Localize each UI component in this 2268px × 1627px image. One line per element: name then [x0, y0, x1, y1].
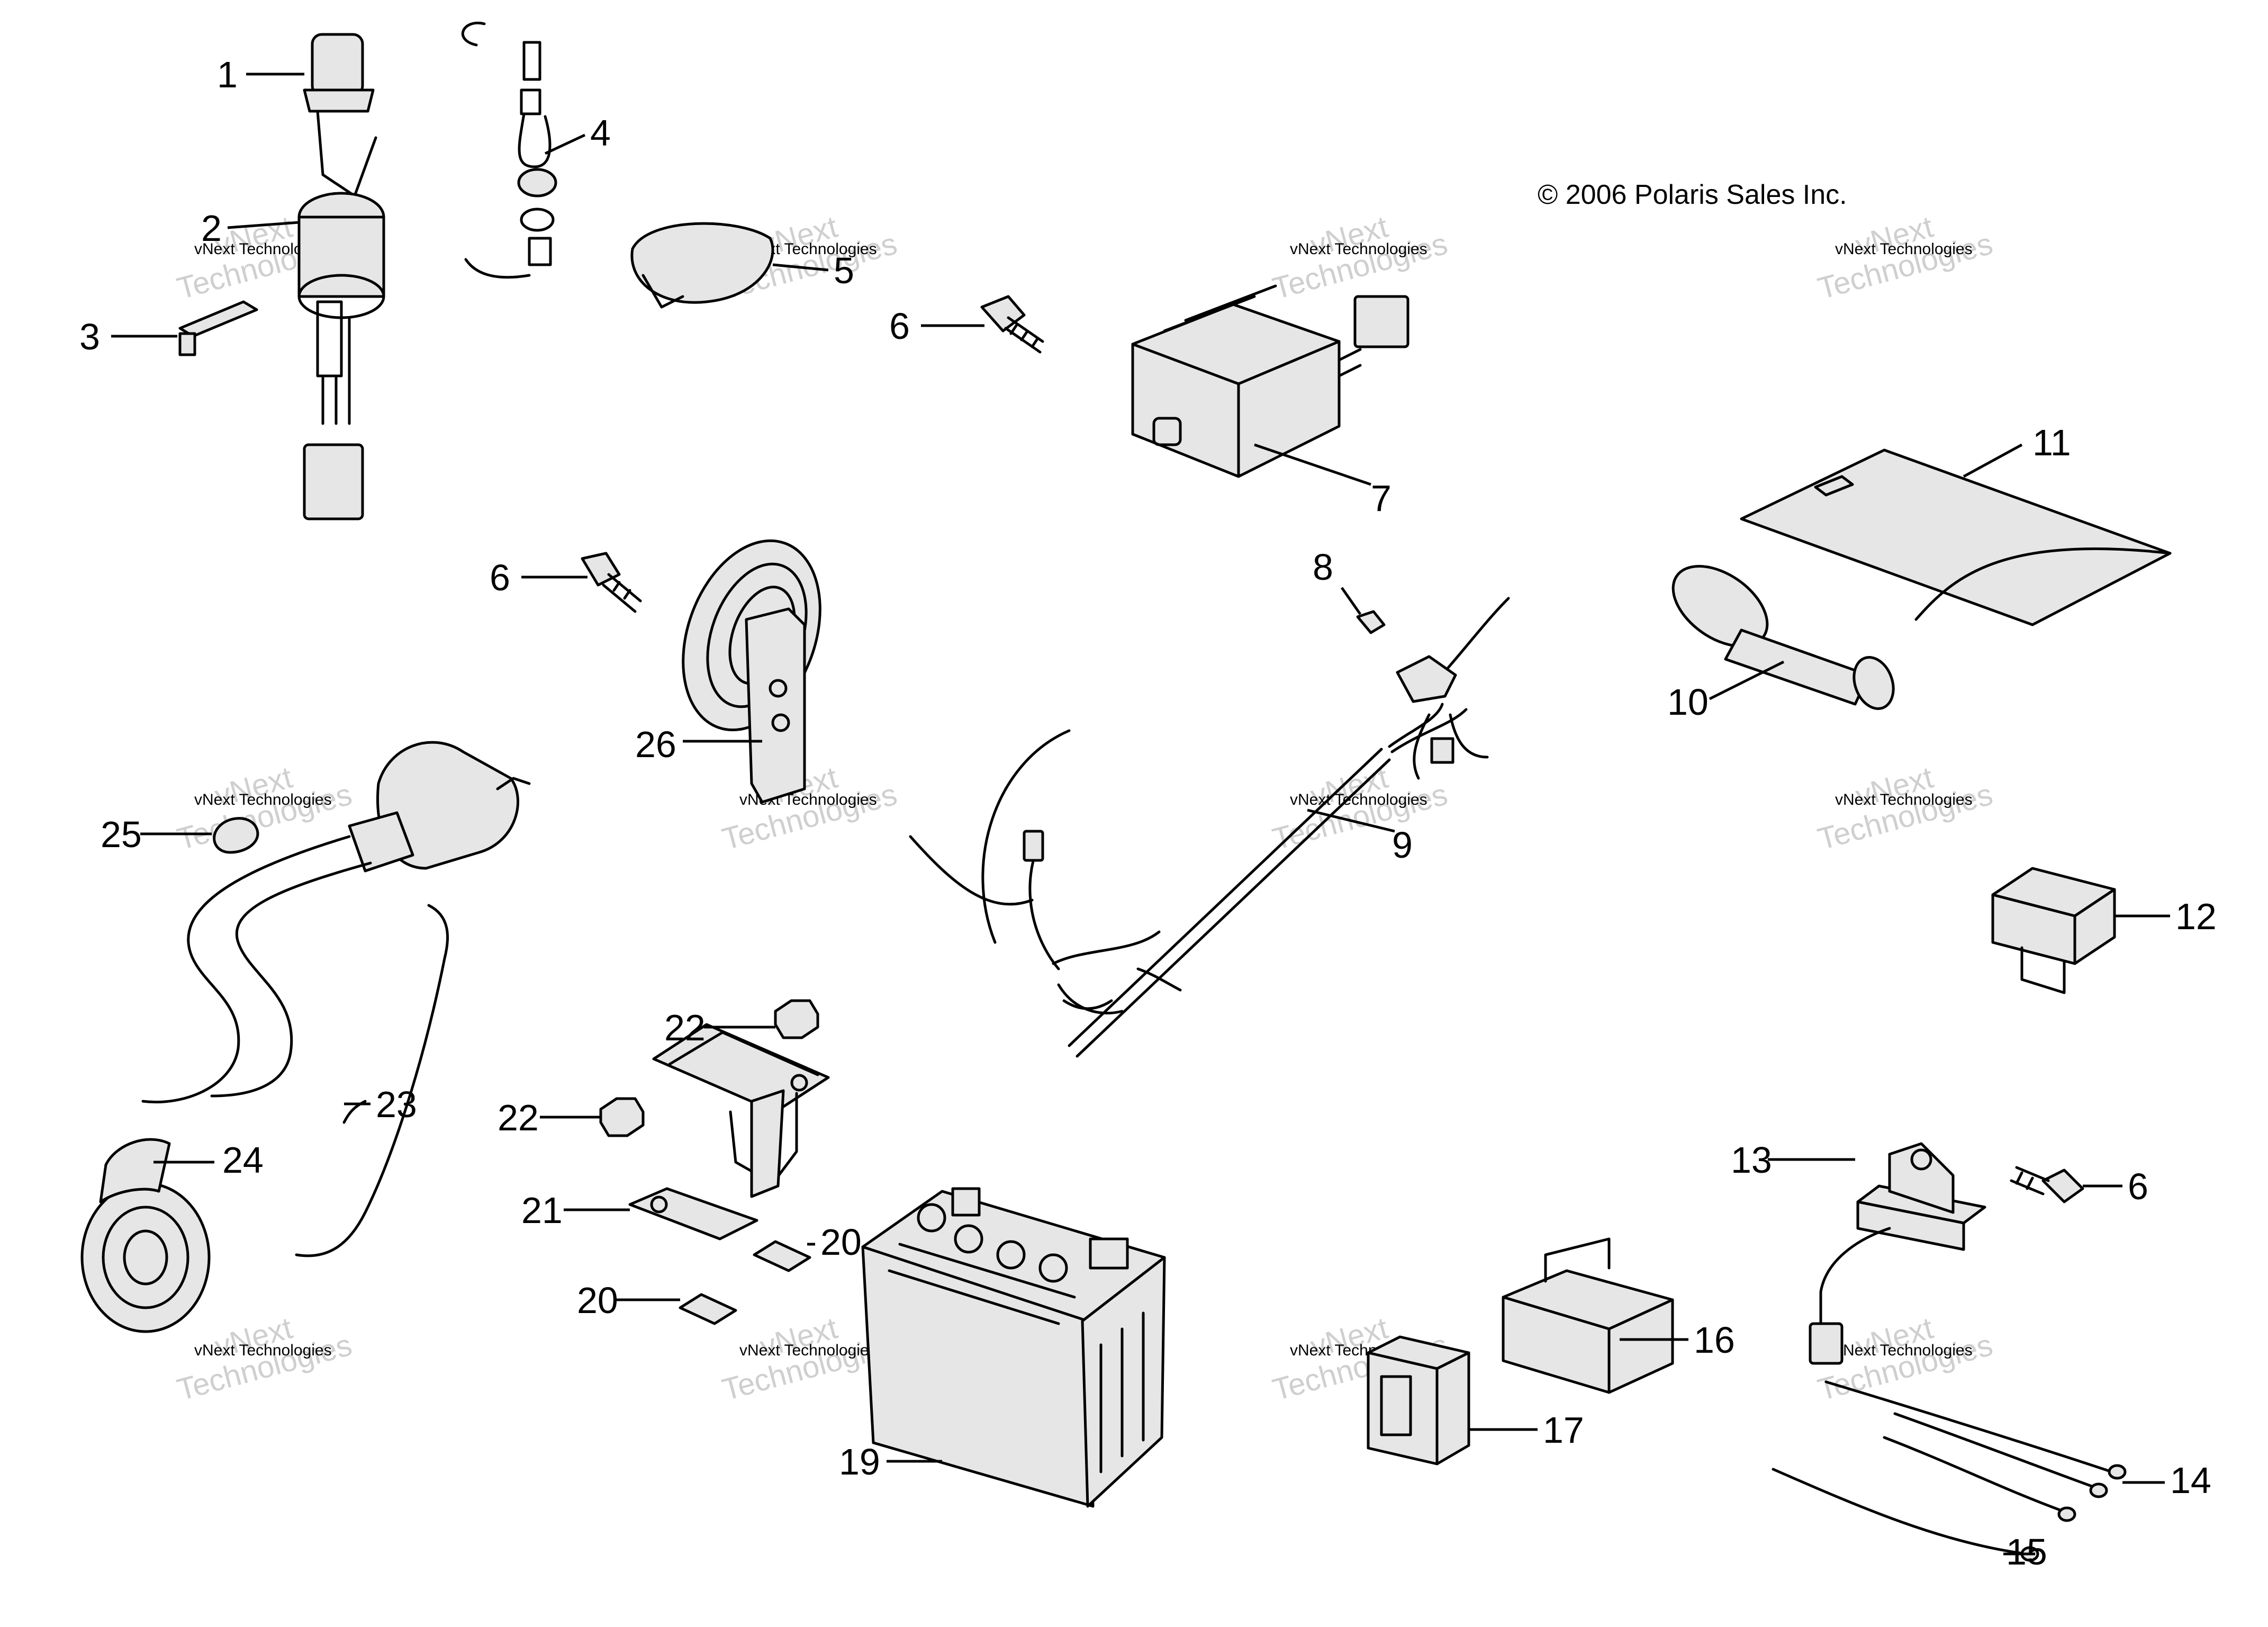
callout-leader-5 [772, 263, 829, 272]
part-20-pad-lower [679, 1293, 737, 1325]
callout-number-16: 16 [1694, 1319, 1735, 1361]
callout-number-15: 15 [2006, 1531, 2047, 1572]
part-21-battery-holder [628, 1023, 830, 1241]
part-6-bolt-upper [980, 295, 1044, 354]
part-14-cables [1824, 1380, 2127, 1522]
callout-leader-10 [1709, 660, 1785, 700]
callout-number-26: 26 [635, 724, 676, 765]
watermark-small: vNext Technologies [194, 791, 332, 808]
callout-number-25: 25 [101, 814, 142, 855]
watermark-small: vNext Technologies [739, 1342, 877, 1359]
callout-number-21: 21 [521, 1190, 563, 1231]
part-8-clip [1356, 610, 1386, 634]
callout-leader-2 [227, 221, 300, 229]
callout-leader-11 [1963, 443, 2023, 478]
part-15-cable [1772, 1468, 2039, 1562]
callout-number-10: 10 [1667, 681, 1709, 723]
copyright-text: © 2006 Polaris Sales Inc. [1538, 179, 1847, 210]
ignition-coil-with-hose [141, 741, 531, 1103]
callout-layer: 1234566678910111213141516171920202122222… [79, 54, 2217, 1572]
callout-number-14: 14 [2170, 1460, 2211, 1501]
callout-number-6: 6 [2128, 1166, 2148, 1207]
callout-number-4: 4 [590, 112, 611, 154]
callout-number-9: 9 [1392, 824, 1413, 866]
part-24-grommet [80, 1138, 211, 1333]
part-22-nut-lower [599, 1097, 645, 1137]
callout-number-12: 12 [2175, 896, 2217, 937]
part-12-relay [1991, 867, 2116, 994]
callout-number-6: 6 [490, 557, 510, 598]
callout-number-20: 20 [577, 1280, 618, 1321]
part-6-bolt-mid [581, 552, 642, 613]
callout-number-8: 8 [1313, 546, 1333, 588]
part-23-brace [295, 904, 449, 1257]
part-22-nut-upper [774, 999, 819, 1039]
callout-leader-9 [1307, 808, 1395, 833]
part-19-battery [861, 1187, 1166, 1508]
part-20-pad-upper [753, 1240, 811, 1272]
part-7-voltage-regulator [1131, 284, 1409, 478]
part-26-horn [682, 539, 821, 804]
watermark-small: vNext Technologies [1835, 791, 1973, 808]
part-4-cap-tether [461, 21, 557, 279]
callout-number-22: 22 [664, 1007, 706, 1048]
callout-leader-7 [1254, 443, 1371, 486]
part-2-ignition-switch [297, 192, 385, 520]
callout-number-13: 13 [1731, 1139, 1772, 1181]
callout-leader-8 [1340, 587, 1362, 615]
watermark-small: vNext Technologies [194, 1342, 332, 1359]
part-6-bolt-right [2010, 1166, 2084, 1203]
part-10-tool [1671, 564, 1895, 710]
callout-number-6: 6 [889, 305, 910, 347]
watermark-small: vNext Technologies [1835, 240, 1973, 258]
part-17-bracket [1367, 1335, 1470, 1466]
callout-number-22: 22 [498, 1097, 539, 1138]
part-3-clip [178, 300, 258, 356]
callout-number-2: 2 [201, 208, 222, 249]
callout-number-19: 19 [839, 1441, 880, 1482]
callout-number-11: 11 [2032, 422, 2071, 463]
callout-number-24: 24 [222, 1139, 264, 1181]
part-25-clamp [213, 817, 259, 854]
part-1-key [303, 33, 377, 197]
callout-number-3: 3 [79, 316, 100, 357]
callout-number-23: 23 [376, 1084, 417, 1125]
callout-number-1: 1 [217, 54, 238, 95]
callout-number-7: 7 [1371, 478, 1391, 519]
watermark-small: vNext Technologies [1835, 1342, 1973, 1359]
part-11-tool-pouch [1740, 448, 2172, 626]
part-5-key-fob [630, 222, 774, 309]
callout-number-20: 20 [820, 1221, 862, 1263]
callout-leader-4 [544, 133, 586, 155]
watermark-small: vNext Technologies [1290, 791, 1427, 808]
part-16-module [1502, 1237, 1674, 1394]
callout-number-5: 5 [834, 250, 854, 291]
watermark-small: vNext Technologies [1290, 240, 1427, 258]
callout-number-17: 17 [1543, 1409, 1584, 1451]
part-9-wiring-harness [909, 597, 1510, 1058]
part-13-sensor [1809, 1142, 1986, 1365]
